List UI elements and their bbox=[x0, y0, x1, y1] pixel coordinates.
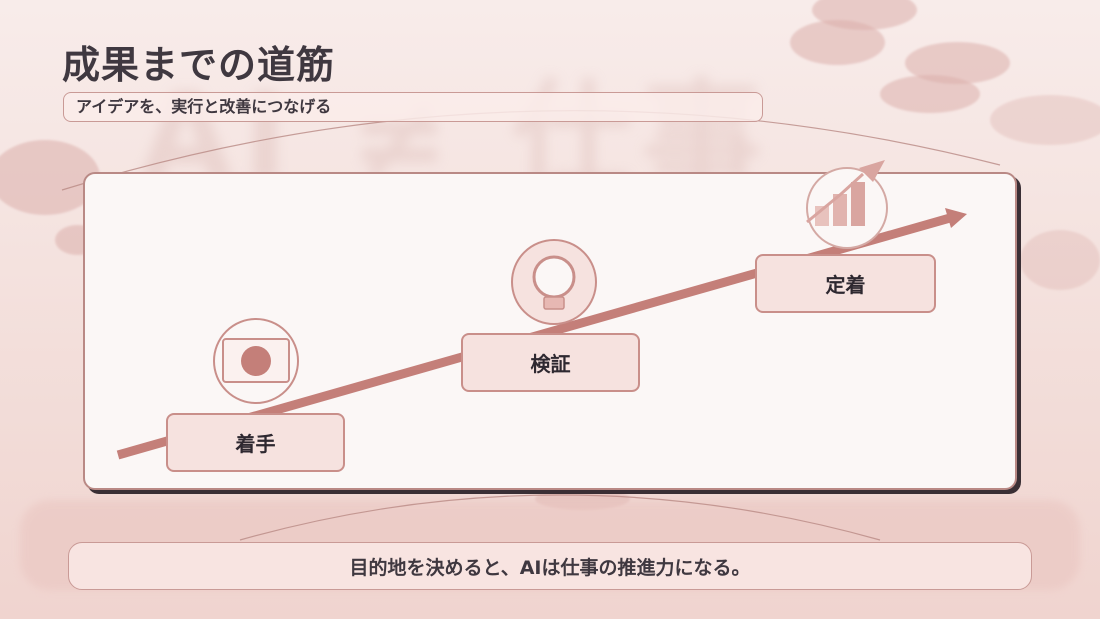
page-title: 成果までの道筋 bbox=[62, 43, 336, 87]
background-blob bbox=[880, 75, 980, 113]
background-blob bbox=[790, 20, 885, 65]
roadmap-panel: 着手 検証 定着 bbox=[83, 160, 1017, 490]
step-start-box: 着手 bbox=[166, 413, 345, 472]
step-establish-box: 定着 bbox=[755, 254, 936, 313]
growth-chart-icon bbox=[806, 160, 888, 249]
background-blob bbox=[1020, 230, 1100, 290]
subtitle-box: アイデアを、実行と改善につなげる bbox=[63, 92, 763, 122]
target-icon bbox=[213, 318, 299, 404]
tagline-box: 目的地を決めると、AIは仕事の推進力になる。 bbox=[68, 542, 1032, 590]
step-verify-box: 検証 bbox=[461, 333, 640, 392]
background-blob bbox=[990, 95, 1100, 145]
lightbulb-icon bbox=[511, 239, 597, 325]
